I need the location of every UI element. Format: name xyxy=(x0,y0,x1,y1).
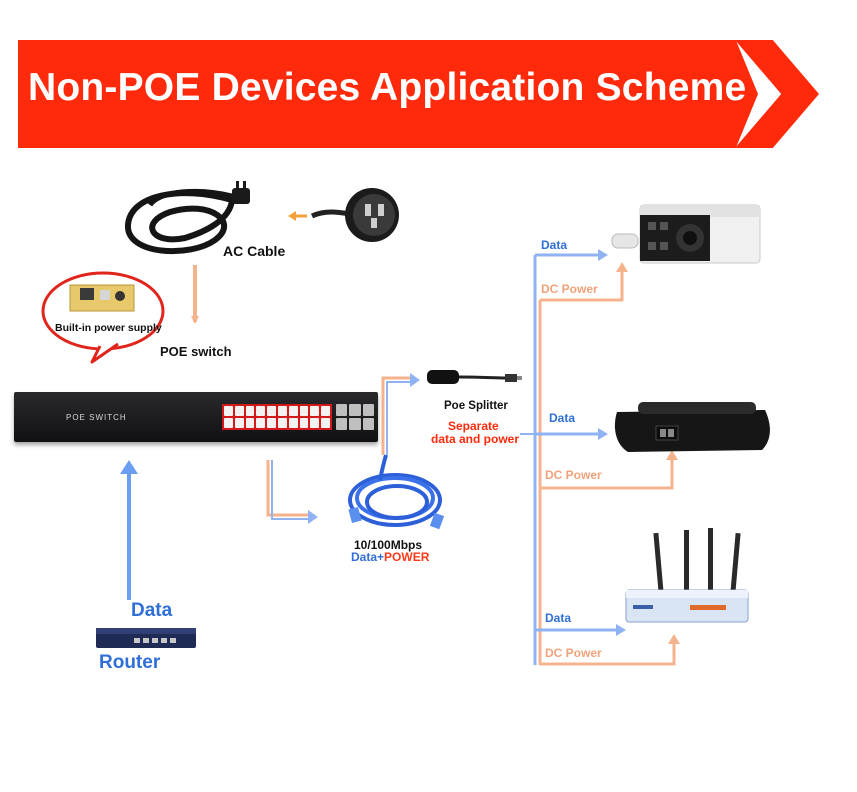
poe-switch-label: POE switch xyxy=(160,344,232,359)
poe-splitter-label: Poe Splitter xyxy=(444,400,508,412)
ap-dc-power-label: DC Power xyxy=(545,646,602,660)
data-and-power-label: data and power xyxy=(431,432,520,446)
cable-power-text: POWER xyxy=(384,550,430,564)
ac-cable-icon xyxy=(125,181,250,255)
title-banner xyxy=(18,40,758,148)
cable-data-text: Data+ xyxy=(351,550,385,564)
camera-dc-power-label: DC Power xyxy=(541,282,598,296)
ip-phone-icon xyxy=(614,402,770,452)
page-title: Non-POE Devices Application Scheme xyxy=(28,66,747,109)
uplink-port-block xyxy=(336,404,374,430)
camera-data-label: Data xyxy=(541,238,568,252)
ip-camera-icon xyxy=(611,204,761,264)
separate-label: Separate xyxy=(448,419,499,433)
cable-speed-label: 10/100Mbps xyxy=(354,538,423,552)
router-data-label: Data xyxy=(131,600,173,621)
phone-data-label: Data xyxy=(549,411,576,425)
router-icon xyxy=(96,628,196,648)
built-in-power-supply-label: Built-in power supply xyxy=(55,322,162,334)
switch-brand-text: POE SWITCH xyxy=(66,413,127,422)
phone-dc-power-label: DC Power xyxy=(545,468,602,482)
power-supply-bubble xyxy=(41,271,165,364)
ap-data-label: Data xyxy=(545,611,572,625)
ac-cable-label: AC Cable xyxy=(223,243,286,259)
network-cable-icon xyxy=(348,454,445,530)
poe-port-block xyxy=(222,404,332,430)
poe-switch-icon: POE SWITCH xyxy=(14,392,378,442)
cable-data-power-label: Data+POWER xyxy=(351,550,429,564)
wireless-ap-icon xyxy=(625,528,749,623)
router-label: Router xyxy=(99,652,161,673)
poe-splitter-icon xyxy=(427,370,522,384)
power-adapter-icon xyxy=(310,188,399,242)
